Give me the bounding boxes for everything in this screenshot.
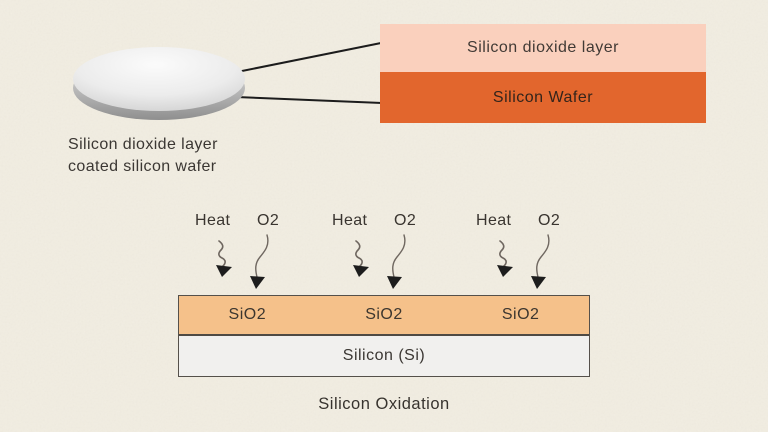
heat-squiggle-arrow-icon <box>353 240 369 277</box>
wafer-caption-line2: coated silicon wafer <box>68 158 217 175</box>
heat-o2-group-1: Heat O2 <box>195 212 295 289</box>
silicon-band: Silicon (Si) <box>179 336 589 376</box>
heat-label: Heat <box>476 212 512 229</box>
oxidation-caption: Silicon Oxidation <box>318 395 450 413</box>
heat-label: Heat <box>195 212 231 229</box>
sio2-label: SiO2 <box>228 306 267 323</box>
wafer-layer-stack: Silicon dioxide layer Silicon Wafer <box>380 24 706 123</box>
sio2-band: SiO2 SiO2 SiO2 <box>179 296 589 336</box>
o2-label: O2 <box>394 212 417 229</box>
wafer-caption: Silicon dioxide layer coated silicon waf… <box>68 134 218 178</box>
o2-curve-arrow-icon <box>387 234 406 289</box>
o2-label: O2 <box>538 212 561 229</box>
heat-squiggle-arrow-icon <box>497 240 513 277</box>
silicon-wafer-disc-icon <box>73 47 245 120</box>
heat-label: Heat <box>332 212 368 229</box>
silicon-wafer-layer: Silicon Wafer <box>380 72 706 123</box>
sio2-label: SiO2 <box>501 306 540 323</box>
o2-curve-arrow-icon <box>250 234 269 289</box>
sio2-label: SiO2 <box>365 306 403 323</box>
o2-label: O2 <box>257 212 280 229</box>
o2-curve-arrow-icon <box>531 234 550 289</box>
silicon-dioxide-layer: Silicon dioxide layer <box>380 24 706 72</box>
heat-squiggle-arrow-icon <box>216 240 232 277</box>
heat-o2-group-3: Heat O2 <box>476 212 576 289</box>
oxidation-layer-stack: SiO2 SiO2 SiO2 Silicon (Si) <box>178 295 590 377</box>
wafer-caption-line1: Silicon dioxide layer <box>68 136 218 153</box>
heat-o2-group-2: Heat O2 <box>332 212 432 289</box>
